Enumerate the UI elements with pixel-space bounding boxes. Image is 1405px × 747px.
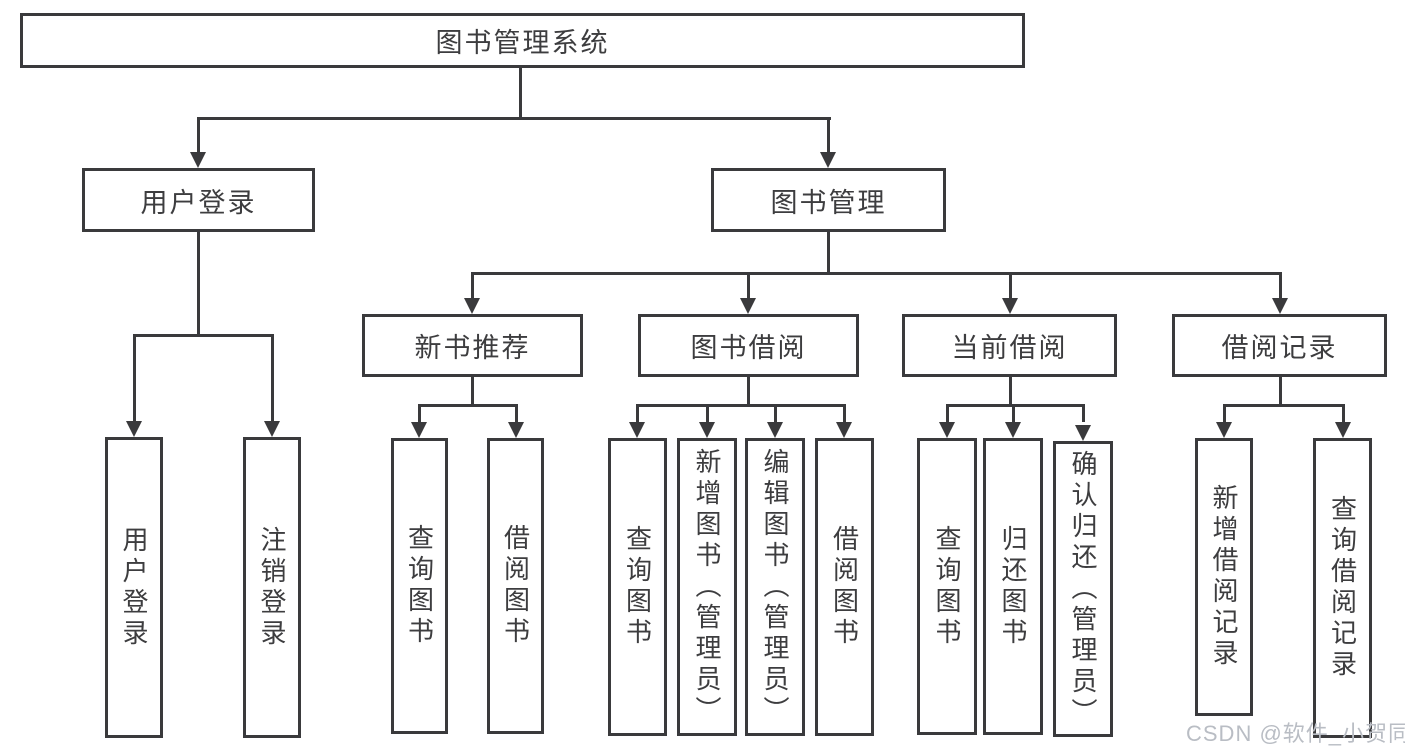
node-new-book-recommend: 新书推荐 bbox=[362, 314, 583, 377]
connector-line bbox=[471, 272, 1282, 275]
node-query-books: 查询图书 bbox=[917, 438, 977, 735]
connector-line bbox=[133, 337, 136, 421]
connector-line bbox=[515, 407, 518, 422]
arrow-down-icon bbox=[126, 421, 142, 437]
node-label: 注销登录 bbox=[257, 525, 287, 650]
node-borrow-books: 借阅图书 bbox=[815, 438, 874, 736]
node-edit-books-admin: 编辑图书（管理员） bbox=[745, 438, 805, 736]
node-library-management-system: 图书管理系统 bbox=[20, 13, 1025, 68]
node-add-books-admin: 新增图书（管理员） bbox=[677, 438, 737, 736]
node-query-borrow-record: 查询借阅记录 bbox=[1313, 438, 1372, 738]
node-label: 借阅记录 bbox=[1221, 333, 1338, 363]
connector-line bbox=[1009, 275, 1012, 298]
connector-line bbox=[1012, 407, 1015, 422]
arrow-down-icon bbox=[1002, 298, 1018, 314]
connector-line bbox=[1009, 377, 1012, 407]
node-label: 图书借阅 bbox=[690, 333, 807, 363]
connector-line bbox=[1342, 407, 1345, 422]
connector-line bbox=[946, 407, 949, 422]
arrow-down-icon bbox=[1216, 422, 1232, 438]
node-label: 查询图书 bbox=[932, 524, 962, 649]
node-label: 新书推荐 bbox=[414, 333, 531, 363]
connector-line bbox=[519, 68, 522, 120]
connector-line bbox=[827, 117, 830, 152]
node-label: 借阅图书 bbox=[500, 524, 531, 648]
node-add-borrow-record: 新增借阅记录 bbox=[1195, 438, 1253, 716]
connector-line bbox=[636, 407, 639, 422]
connector-line bbox=[1223, 407, 1226, 422]
node-borrowing-records: 借阅记录 bbox=[1172, 314, 1387, 377]
connector-line bbox=[197, 117, 200, 152]
arrow-down-icon bbox=[1335, 422, 1351, 438]
connector-line bbox=[197, 232, 200, 337]
node-user-login: 用户登录 bbox=[105, 437, 163, 738]
arrow-down-icon bbox=[190, 152, 206, 168]
arrow-down-icon bbox=[820, 152, 836, 168]
connector-line bbox=[1279, 377, 1282, 407]
connector-line bbox=[946, 404, 1085, 407]
connector-line bbox=[636, 404, 846, 407]
node-borrow-books: 借阅图书 bbox=[487, 438, 544, 734]
node-label: 归还图书 bbox=[998, 524, 1028, 649]
node-label: 新增借阅记录 bbox=[1209, 484, 1239, 670]
arrow-down-icon bbox=[464, 298, 480, 314]
arrow-down-icon bbox=[740, 298, 756, 314]
arrow-down-icon bbox=[836, 422, 852, 438]
connector-line bbox=[706, 407, 709, 422]
connector-line bbox=[471, 275, 474, 298]
arrow-down-icon bbox=[939, 422, 955, 438]
node-label: 查询图书 bbox=[404, 524, 435, 648]
node-book-management: 图书管理 bbox=[711, 168, 946, 232]
node-label: 确认归还（管理员） bbox=[1068, 449, 1098, 729]
node-label: 新增图书（管理员） bbox=[692, 447, 722, 727]
node-label: 图书管理系统 bbox=[435, 28, 610, 58]
node-label: 用户登录 bbox=[140, 187, 257, 218]
node-user-login-branch: 用户登录 bbox=[82, 168, 315, 232]
arrow-down-icon bbox=[1272, 298, 1288, 314]
connector-line bbox=[1279, 275, 1282, 298]
arrow-down-icon bbox=[264, 421, 280, 437]
connector-line bbox=[1223, 404, 1345, 407]
node-label: 查询图书 bbox=[622, 525, 653, 649]
node-query-books: 查询图书 bbox=[608, 438, 667, 736]
arrow-down-icon bbox=[508, 422, 524, 438]
node-label: 图书管理 bbox=[770, 187, 887, 218]
connector-line bbox=[471, 377, 474, 407]
arrow-down-icon bbox=[699, 422, 715, 438]
connector-line bbox=[1082, 407, 1085, 422]
connector-line bbox=[418, 407, 421, 422]
node-query-books: 查询图书 bbox=[391, 438, 448, 734]
node-current-borrowing: 当前借阅 bbox=[902, 314, 1117, 377]
connector-line bbox=[774, 407, 777, 422]
arrow-down-icon bbox=[1005, 422, 1021, 438]
connector-line bbox=[843, 407, 846, 422]
connector-line bbox=[747, 275, 750, 298]
node-label: 借阅图书 bbox=[829, 525, 860, 649]
node-label: 查询借阅记录 bbox=[1327, 495, 1358, 681]
connector-line bbox=[197, 117, 831, 120]
node-label: 当前借阅 bbox=[951, 333, 1068, 363]
arrow-down-icon bbox=[1075, 425, 1091, 441]
node-book-borrowing: 图书借阅 bbox=[638, 314, 859, 377]
node-logout: 注销登录 bbox=[243, 437, 301, 738]
connector-line bbox=[418, 404, 518, 407]
connector-line bbox=[271, 337, 274, 421]
connector-line bbox=[747, 377, 750, 407]
node-confirm-return-admin: 确认归还（管理员） bbox=[1053, 441, 1113, 737]
node-return-books: 归还图书 bbox=[983, 438, 1043, 735]
arrow-down-icon bbox=[629, 422, 645, 438]
arrow-down-icon bbox=[411, 422, 427, 438]
connector-line bbox=[827, 232, 830, 275]
node-label: 编辑图书（管理员） bbox=[760, 447, 790, 727]
arrow-down-icon bbox=[767, 422, 783, 438]
csdn-watermark: CSDN @软件_小贺同学 bbox=[1186, 721, 1405, 746]
connector-line bbox=[133, 334, 274, 337]
node-label: 用户登录 bbox=[119, 525, 149, 650]
